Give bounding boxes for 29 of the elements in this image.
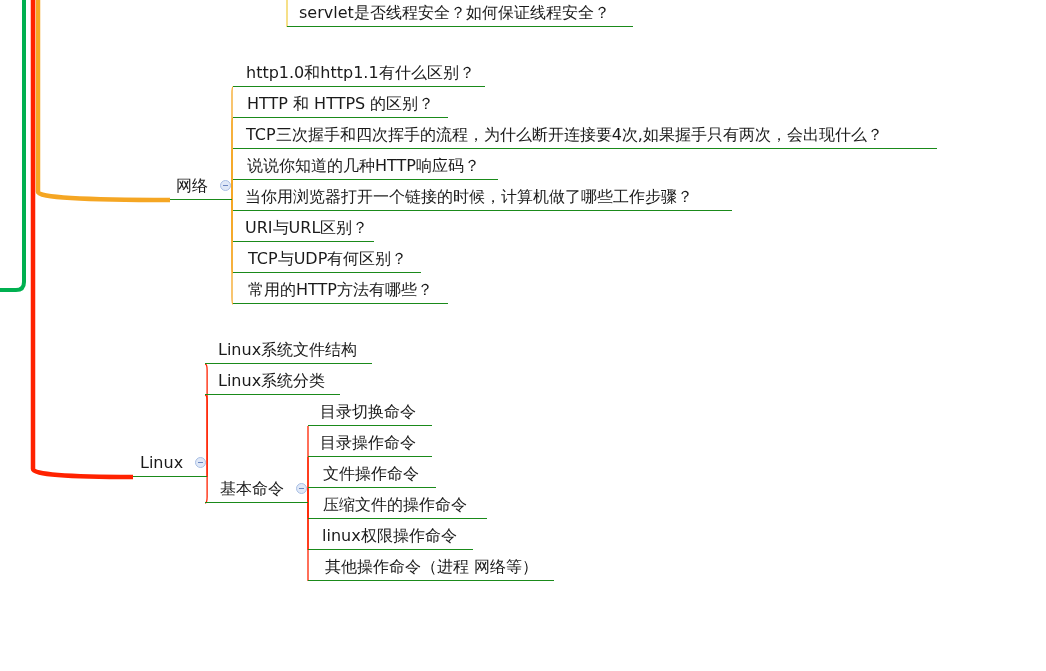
- topic-text: 网络: [176, 177, 208, 194]
- topic-text: Linux系统分类: [218, 372, 326, 389]
- branch-connector: [204, 476, 208, 504]
- branch-connector: [286, 0, 288, 28]
- topic-text: 压缩文件的操作命令: [323, 496, 467, 513]
- topic-text: URI与URL区别？: [245, 219, 369, 236]
- branch-connector: [30, 0, 133, 480]
- topic-text: Linux系统文件结构: [218, 341, 358, 358]
- topic-text: linux权限操作命令: [322, 527, 457, 544]
- branch-connector: [35, 0, 170, 203]
- topic-text: TCP与UDP有何区别？: [248, 250, 408, 267]
- topic-text: 基本命令: [220, 480, 284, 497]
- topic-text: 其他操作命令（进程 网络等）: [325, 558, 539, 575]
- topic-text: 说说你知道的几种HTTP响应码？: [247, 157, 480, 174]
- branch-connector: [231, 199, 234, 305]
- branch-connector: [231, 179, 234, 201]
- branch-connector: [307, 487, 309, 504]
- topic-text: http1.0和http1.1有什么区别？: [246, 64, 475, 81]
- topic-text: 文件操作命令: [323, 465, 419, 482]
- topic-text: Linux: [140, 454, 184, 471]
- topic-text: HTTP 和 HTTPS 的区别？: [247, 95, 435, 112]
- topic-text: servlet是否线程安全？如何保证线程安全？: [299, 4, 610, 21]
- topic-text: 目录切换命令: [320, 403, 416, 420]
- topic-text: 当你用浏览器打开一个链接的时候，计算机做了哪些工作步骤？: [245, 188, 693, 205]
- topic-text: 常用的HTTP方法有哪些？: [248, 281, 433, 298]
- branch-connector: [307, 502, 309, 582]
- topic-text: TCP三次握手和四次挥手的流程，为什么断开连接要4次,如果握手只有两次，会出现什么？: [246, 126, 883, 143]
- branch-connector: [204, 394, 208, 478]
- topic-text: 目录操作命令: [320, 434, 416, 451]
